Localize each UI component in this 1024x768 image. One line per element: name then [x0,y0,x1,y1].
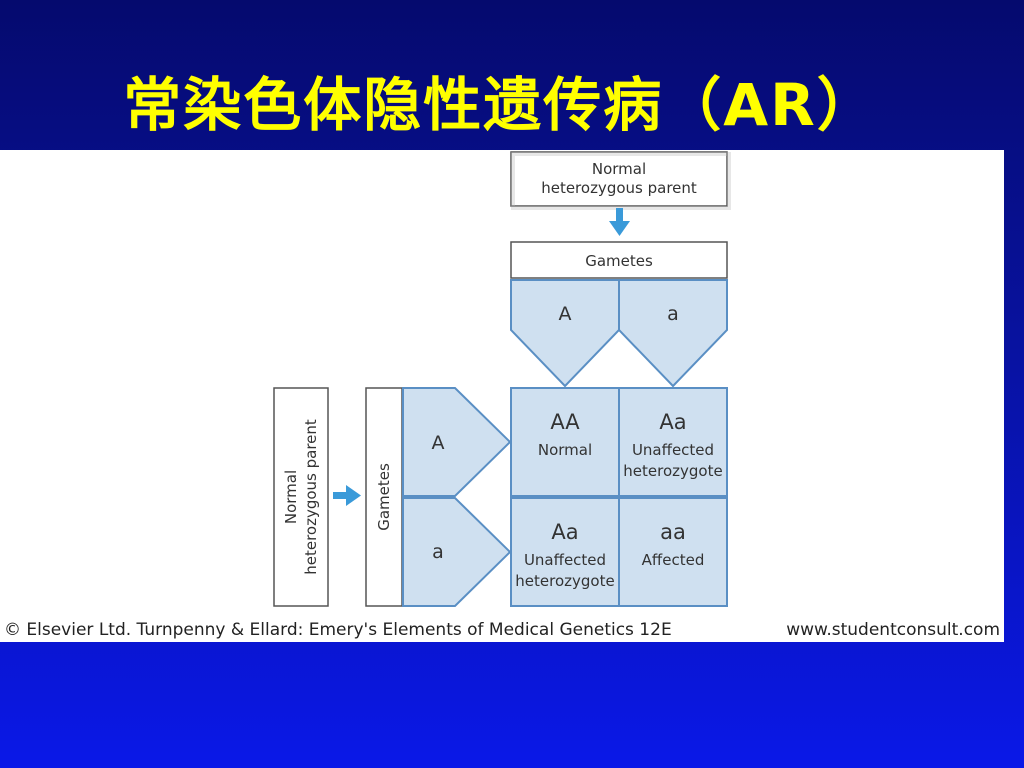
top-parent-line1: Normal [592,160,646,178]
left-gametes-label: Gametes [375,463,393,531]
cell-3-line2: heterozygote [515,572,614,590]
left-gamete-label-2: a [432,541,444,563]
cell-2-line1: Unaffected [632,441,714,459]
cell-4-genotype: aa [660,520,686,544]
credit-source: © Elsevier Ltd. Turnpenny & Ellard: Emer… [4,620,672,640]
cell-3-genotype: Aa [551,520,578,544]
figure-credit: © Elsevier Ltd. Turnpenny & Ellard: Emer… [4,620,1002,640]
top-gamete-a-lower: a [618,279,728,388]
top-gamete-label-1: A [559,303,572,325]
left-parent-line1: Normal [282,470,300,524]
offspring-cell-3: Aa Unaffected heterozygote [510,497,620,607]
offspring-cell-1: AA Normal [510,387,620,497]
top-parent-line2: heterozygous parent [541,179,697,197]
left-gamete-label-1: A [432,432,445,454]
credit-website[interactable]: www.studentconsult.com [786,620,1000,640]
punnett-square-figure: Normal heterozygous parent Gametes A a N… [0,150,1004,642]
cell-4-line1: Affected [642,551,705,569]
offspring-cell-2: Aa Unaffected heterozygote [618,387,728,497]
slide-title: 常染色体隐性遗传病（AR） [123,71,877,139]
cell-2-genotype: Aa [659,410,686,434]
left-right-arrow-icon [333,485,361,506]
cell-3-line1: Unaffected [524,551,606,569]
top-gametes-box: Gametes [510,241,728,279]
top-gamete-label-2: a [667,303,679,325]
left-parent-line2: heterozygous parent [302,419,320,575]
cell-1-genotype: AA [550,410,580,434]
left-gametes-box: Gametes [365,387,403,607]
top-parent-box: Normal heterozygous parent [510,151,731,210]
top-gametes-label: Gametes [585,252,653,270]
left-parent-box: Normal heterozygous parent [273,387,329,607]
top-down-arrow-icon [609,208,630,236]
cell-2-line2: heterozygote [623,462,722,480]
offspring-cell-4: aa Affected [618,497,728,607]
top-gamete-a-upper: A [510,279,620,388]
cell-1-line1: Normal [538,441,592,459]
left-gamete-lower: a [402,497,512,607]
left-gamete-upper: A [402,387,512,497]
